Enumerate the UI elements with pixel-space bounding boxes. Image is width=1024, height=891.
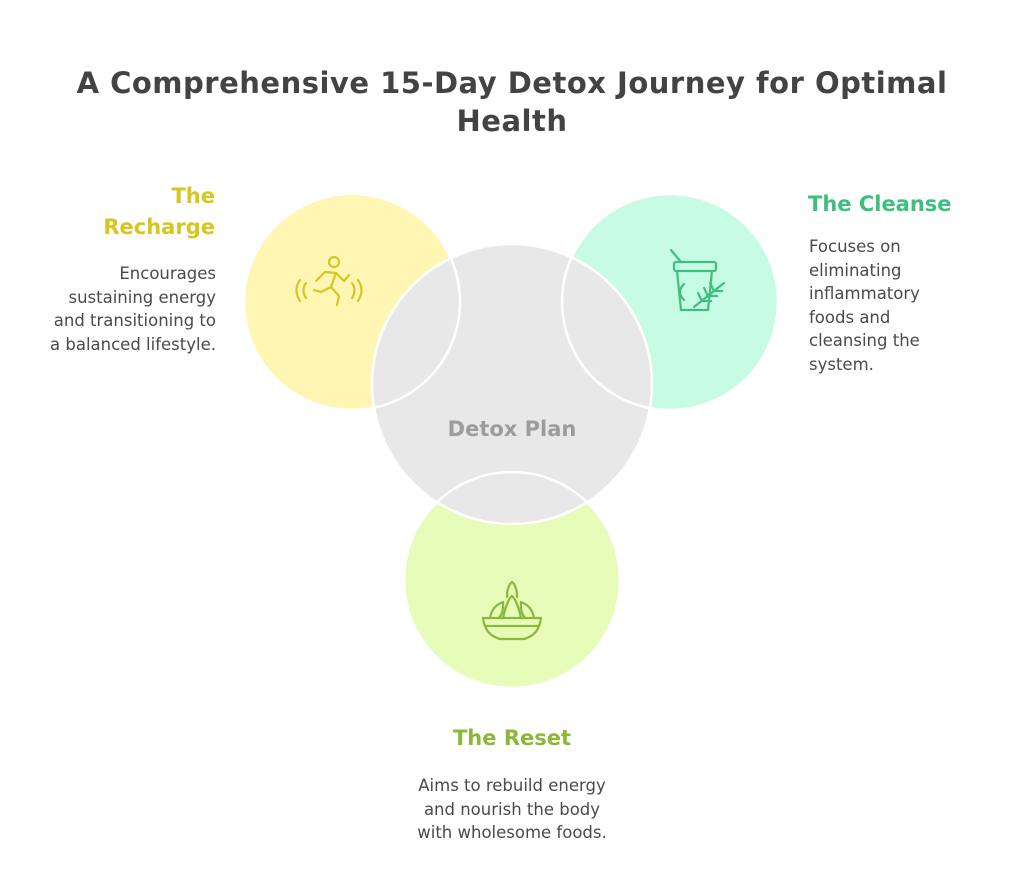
reset-outline — [402, 470, 622, 690]
center-label: Detox Plan — [448, 417, 577, 441]
reset-description: Aims to rebuild energy and nourish the b… — [417, 776, 607, 842]
cleanse-outline — [560, 192, 780, 412]
cleanse-description: Focuses on eliminating inflammatory food… — [809, 237, 920, 374]
recharge-outline — [242, 192, 462, 412]
running-person-icon — [295, 255, 363, 307]
herbal-drink-icon — [669, 248, 726, 312]
center-outline — [370, 242, 654, 526]
reset-circle — [404, 472, 620, 688]
reset-heading: The Reset — [452, 726, 572, 750]
center-circle — [372, 244, 652, 524]
page-title: A Comprehensive 15-Day Detox Journey for… — [76, 66, 948, 138]
recharge-heading: The Recharge — [103, 184, 215, 239]
cleanse-heading: The Cleanse — [808, 192, 952, 216]
recharge-description: Encourages sustaining energy and transit… — [50, 264, 216, 354]
salad-bowl-icon — [481, 580, 543, 641]
